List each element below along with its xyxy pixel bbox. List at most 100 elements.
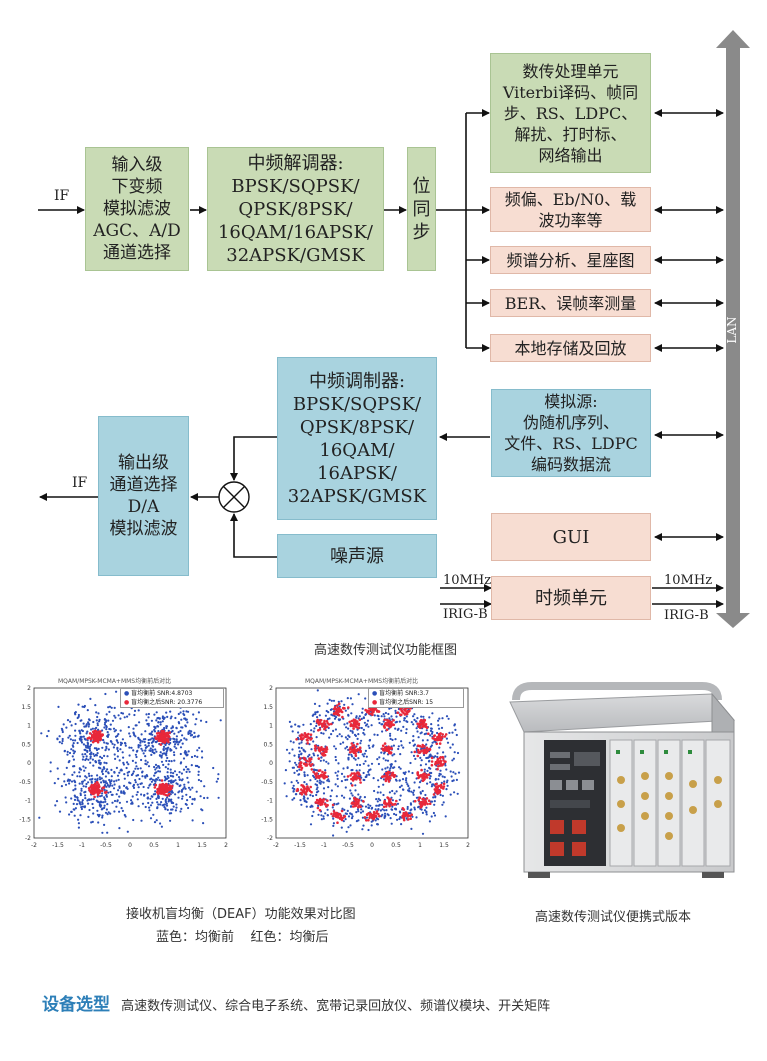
left-before-point — [107, 748, 110, 751]
left-after-point — [170, 787, 173, 790]
left-before-point — [144, 805, 147, 809]
right-before-point — [305, 783, 308, 786]
left-before-point — [91, 820, 94, 823]
right-after-point — [424, 776, 428, 779]
left-before-point — [154, 768, 157, 771]
right-before-point — [345, 726, 348, 729]
right-before-point — [400, 744, 403, 747]
right-before-point — [424, 793, 427, 797]
left-before-point — [77, 703, 80, 706]
left-before-point — [97, 728, 100, 731]
right-after-point — [307, 787, 310, 791]
right-before-point — [416, 730, 419, 733]
right-before-point — [442, 751, 445, 754]
right-after-point — [434, 790, 437, 794]
right-before-point — [298, 759, 301, 762]
right-before-point — [361, 707, 364, 710]
right-before-point — [396, 818, 399, 821]
right-before-point — [374, 819, 377, 822]
right-before-point — [395, 779, 398, 782]
right-after-point — [420, 719, 423, 722]
left-before-point — [81, 753, 84, 756]
right-before-point — [367, 806, 371, 809]
left-before-point — [129, 782, 132, 785]
left-before-point — [180, 726, 183, 729]
left-after-point — [165, 785, 169, 788]
right-before-point — [453, 751, 456, 754]
right-before-point — [340, 700, 343, 703]
left-before-point — [215, 780, 218, 783]
left-before-point — [106, 731, 109, 734]
left-before-point — [157, 776, 160, 779]
lan-bus-arrow — [716, 30, 750, 628]
left-before-point — [140, 758, 143, 762]
right-before-point — [457, 771, 461, 774]
left-before-point — [73, 798, 77, 801]
right-before-point — [436, 755, 439, 759]
right-before-point — [389, 737, 392, 740]
right-after-point — [421, 797, 424, 801]
left-before-point — [175, 773, 178, 776]
right-after-point — [319, 719, 323, 722]
left-before-point — [137, 786, 140, 789]
right-after-point — [371, 813, 374, 817]
right-before-point — [367, 828, 370, 832]
right-before-point — [362, 824, 365, 827]
left-before-point — [97, 712, 100, 715]
left-before-point — [160, 756, 163, 759]
left-before-point — [81, 782, 84, 785]
right-before-point — [319, 759, 322, 762]
left-before-point — [165, 778, 168, 781]
left-before-point — [92, 812, 95, 815]
left-before-point — [175, 747, 178, 750]
right-before-point — [378, 756, 381, 759]
right-after-point — [353, 749, 356, 752]
right-after-point — [349, 723, 353, 726]
right-before-point — [381, 803, 384, 806]
right-before-point — [357, 693, 360, 696]
right-before-point — [336, 777, 339, 780]
left-before-point — [68, 759, 71, 763]
left-before-point — [101, 768, 104, 771]
left-before-point — [184, 725, 187, 728]
ref-10mhz-out-label: 10MHz — [664, 573, 713, 588]
left-before-point — [119, 748, 122, 751]
left-before-point — [91, 727, 94, 730]
right-before-point — [293, 797, 296, 800]
right-after-point — [423, 745, 426, 748]
right-before-point — [300, 803, 303, 806]
left-before-point — [143, 794, 146, 797]
right-before-point — [436, 731, 439, 735]
left-before-point — [186, 776, 189, 779]
right-before-point — [368, 739, 371, 742]
right-before-point — [405, 715, 408, 718]
right-before-point — [330, 733, 333, 736]
left-before-point — [177, 721, 180, 724]
right-after-point — [298, 765, 302, 769]
right-before-point — [421, 739, 424, 742]
left-before-point — [166, 771, 169, 774]
right-before-point — [326, 808, 329, 811]
left-before-point — [98, 761, 101, 765]
left-before-point — [154, 790, 157, 793]
left-before-point — [113, 783, 116, 786]
right-before-point — [392, 766, 395, 769]
right-before-point — [376, 714, 379, 717]
left-before-point — [71, 773, 74, 776]
right-before-point — [437, 719, 440, 722]
left-before-point — [64, 796, 67, 799]
left-before-point — [58, 810, 62, 813]
right-before-point — [360, 739, 363, 742]
left-before-point — [195, 790, 198, 793]
left-before-point — [101, 816, 104, 819]
right-before-point — [428, 820, 431, 823]
left-before-point — [157, 803, 160, 806]
left-before-point — [104, 798, 107, 801]
right-before-point — [409, 761, 412, 765]
left-before-point — [192, 713, 195, 716]
left-before-point — [153, 821, 157, 824]
left-before-point — [84, 753, 87, 756]
left-before-point — [85, 746, 88, 749]
output-stage-block: 输出级 通道选择 D/A 模拟滤波 — [98, 416, 189, 576]
right-before-point — [446, 784, 449, 787]
